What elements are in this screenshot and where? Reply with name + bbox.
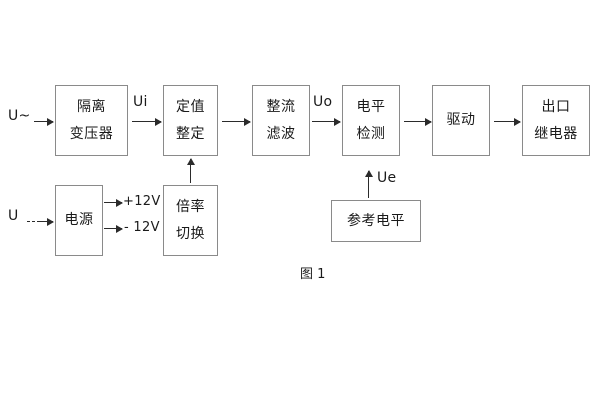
block-isolation-transformer: 隔离 变压器 — [55, 85, 128, 156]
rail-label-negative: - 12V — [124, 220, 160, 235]
block-multiplier-switch-line1: 倍率 — [176, 198, 205, 215]
block-output-relay-line2: 继电器 — [534, 125, 578, 142]
block-drive: 驱动 — [432, 85, 490, 156]
block-power-supply: 电源 — [55, 185, 103, 256]
block-setting-value-line1: 定值 — [176, 98, 205, 115]
arrow-drive-to-output-relay — [494, 117, 521, 126]
block-power-supply-line1: 电源 — [64, 212, 94, 229]
arrow-rail-positive — [104, 198, 123, 207]
block-level-detect-line2: 检测 — [356, 125, 386, 142]
block-isolation-transformer-line1: 隔离 — [77, 98, 106, 115]
block-level-detect-line1: 电平 — [356, 98, 386, 115]
signal-label-ui: Ui — [133, 94, 148, 110]
arrow-setting-value-to-rectify-filter — [222, 117, 251, 126]
block-setting-value: 定值 整定 — [163, 85, 218, 156]
block-rectify-filter: 整流 滤波 — [252, 85, 310, 156]
input-label-dc: U — [8, 208, 19, 224]
block-level-detect: 电平 检测 — [342, 85, 400, 156]
block-rectify-filter-line1: 整流 — [266, 98, 296, 115]
block-multiplier-switch: 倍率 切换 — [163, 185, 218, 256]
arrow-reference-level-to-level-detect — [364, 170, 373, 198]
signal-label-uo: Uo — [313, 94, 333, 110]
block-reference-level: 参考电平 — [331, 200, 421, 242]
arrow-level-detect-to-drive — [404, 117, 432, 126]
figure-caption: 图 1 — [300, 267, 326, 282]
arrow-dc-to-power-supply — [38, 217, 54, 226]
block-output-relay-line1: 出口 — [541, 98, 571, 115]
rail-label-positive: +12V — [123, 194, 161, 209]
block-rectify-filter-line2: 滤波 — [266, 125, 296, 142]
block-drive-line1: 驱动 — [446, 112, 476, 129]
block-isolation-transformer-line2: 变压器 — [69, 125, 114, 142]
signal-label-ue: Ue — [377, 170, 397, 186]
arrow-rectify-filter-to-level-detect — [312, 117, 341, 126]
arrow-isolation-transformer-to-setting-value — [132, 117, 162, 126]
block-reference-level-line1: 参考电平 — [347, 212, 405, 229]
arrow-ac-to-isolation-transformer — [34, 117, 54, 126]
dc-dash-segment — [27, 221, 40, 222]
arrow-multiplier-switch-to-setting-value — [186, 158, 195, 183]
input-label-ac: U~ — [8, 108, 31, 124]
block-multiplier-switch-line2: 切换 — [176, 225, 205, 242]
block-setting-value-line2: 整定 — [176, 125, 205, 142]
arrow-rail-negative — [104, 224, 123, 233]
block-output-relay: 出口 继电器 — [522, 85, 590, 156]
